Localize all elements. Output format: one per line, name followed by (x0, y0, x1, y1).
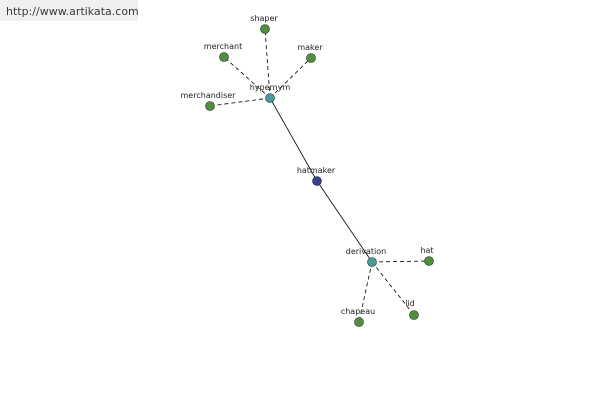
node-derivation[interactable] (367, 257, 377, 267)
node-shaper[interactable] (260, 24, 270, 34)
node-label-merchandiser[interactable]: merchandiser (181, 91, 237, 100)
node-label-merchant[interactable]: merchant (204, 42, 242, 51)
node-label-derivation[interactable]: derivation (346, 247, 386, 256)
node-hat[interactable] (424, 256, 434, 266)
edge-hypernym-merchant (223, 56, 271, 99)
node-label-hypernym[interactable]: hypernym (250, 83, 291, 92)
node-label-hatmaker[interactable]: hatmaker (297, 166, 336, 175)
node-maker[interactable] (306, 53, 316, 63)
edge-hatmaker-hypernym (269, 97, 318, 182)
edge-layer (209, 28, 430, 323)
source-banner: http://www.artikata.com (0, 0, 139, 21)
edge-hypernym-shaper (264, 28, 271, 99)
node-label-hat[interactable]: hat (420, 246, 433, 255)
node-hypernym[interactable] (265, 93, 275, 103)
node-chapeau[interactable] (354, 317, 364, 327)
node-label-lid[interactable]: lid (405, 299, 415, 308)
source-link[interactable]: http://www.artikata.com (6, 5, 139, 18)
node-lid[interactable] (409, 310, 419, 320)
edge-hypernym-merchandiser (209, 97, 271, 107)
edge-derivation-lid (371, 261, 415, 316)
edge-hatmaker-derivation (316, 180, 373, 263)
node-label-chapeau[interactable]: chapeau (341, 307, 375, 316)
node-label-maker[interactable]: maker (297, 43, 323, 52)
node-label-shaper[interactable]: shaper (250, 14, 278, 23)
node-merchandiser[interactable] (205, 101, 215, 111)
node-hatmaker[interactable] (312, 176, 322, 186)
label-layer: shaper merchant maker merchandiser hypernym h… (181, 14, 434, 316)
node-merchant[interactable] (219, 52, 229, 62)
edge-derivation-chapeau (358, 261, 373, 323)
edge-hypernym-maker (269, 57, 312, 99)
edge-derivation-hat (371, 260, 430, 263)
node-layer (205, 24, 434, 327)
